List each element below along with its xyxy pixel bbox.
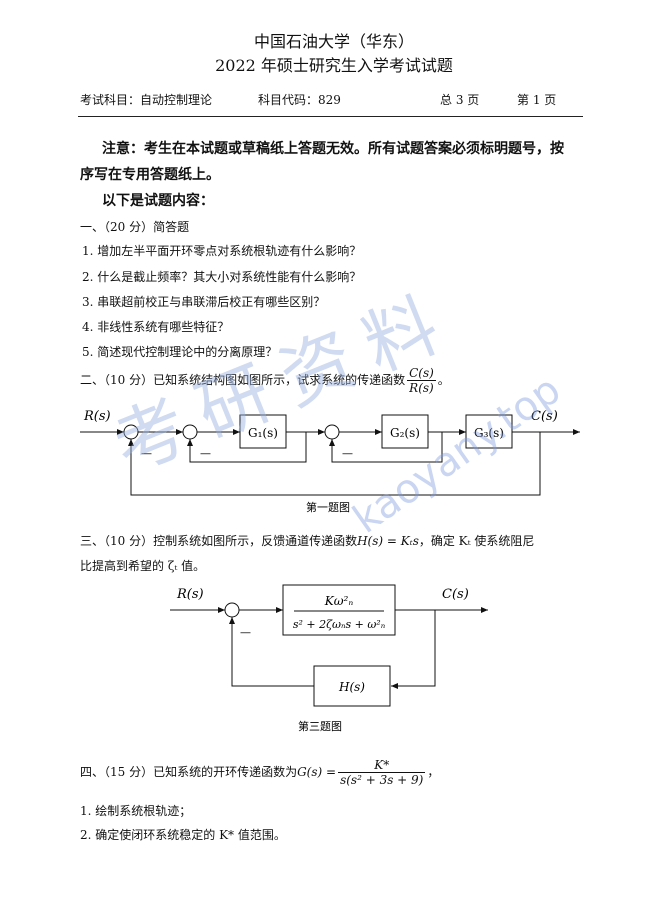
q3-block-diagram: R(s) C(s) Kω²ₙ s² + 2ζωₙs + ω²ₙ H(s) — 第…: [170, 584, 488, 733]
q4-text: 四、（15 分）已知系统的开环传递函数为G(s) =K*s(s² + 3s + …: [80, 754, 439, 790]
summing-junction: [224, 602, 240, 618]
q3-text-a: 三、（10 分）控制系统如图所示，反馈通道传递函数: [80, 534, 358, 548]
feedback-to-sum: [229, 617, 314, 687]
q2-frac-num: C(s): [407, 366, 436, 381]
q4-question: 四、（15 分）已知系统的开环传递函数为: [80, 765, 298, 779]
q4-fraction: K*s(s² + 3s + 9): [338, 758, 426, 787]
university-name: 中国石油大学（华东）: [253, 32, 414, 51]
figure-caption: 第三题图: [298, 719, 342, 733]
plant-numerator: Kω²ₙ: [324, 594, 354, 608]
summing-junction-3: [324, 424, 340, 440]
q2-frac-den: R(s): [409, 381, 434, 395]
q1-item: 1. 增加左半平面开环零点对系统根轨迹有什么影响？: [82, 244, 362, 258]
q4-frac-den: s(s² + 3s + 9): [340, 773, 424, 787]
h-label: H(s): [338, 680, 365, 694]
q4-item: 2. 确定使闭环系统稳定的 K* 值范围。: [80, 828, 286, 842]
summing-junction-1: [123, 424, 139, 440]
subject-code: 科目代码：829: [258, 93, 341, 107]
output-label: C(s): [442, 587, 469, 602]
minus-sign: —: [141, 447, 152, 460]
exam-title: 2022 年硕士研究生入学考试试题: [215, 56, 453, 75]
minus-sign: —: [240, 626, 251, 639]
input-label: R(s): [176, 587, 204, 602]
g2-label: G₂(s): [390, 426, 420, 440]
q2-question: 二、（10 分）已知系统结构图如图所示，试求系统的传递函数: [80, 373, 406, 387]
q1-item: 5. 简述现代控制理论中的分离原理？: [82, 345, 278, 359]
g1-label: G₁(s): [248, 426, 278, 440]
q2-block-diagram: R(s) C(s) G₁(s) G₂(s) G₃(s) — — — 第一题图: [80, 409, 580, 514]
notice-line-1: 注意：考生在本试题或草稿纸上答题无效。所有试题答案必须标明题号，按: [102, 141, 564, 157]
notice-line-2: 序写在专用答题纸上。: [80, 167, 220, 183]
q1-item: 2. 什么是截止频率？其大小对系统性能有什么影响？: [82, 270, 362, 284]
q3-line-2: 比提高到希望的 ζₜ 值。: [80, 559, 206, 573]
q4-end: ，: [427, 765, 440, 779]
feedback-path-1: [187, 432, 307, 463]
q4-item: 1. 绘制系统根轨迹；: [80, 804, 192, 818]
q3-line-1: 三、（10 分）控制系统如图所示，反馈通道传递函数H(s) = Kₜs，确定 K…: [80, 532, 534, 549]
feedback-path-2: [329, 432, 443, 463]
g3-label: G₃(s): [474, 426, 504, 440]
feedback-path-outer: [128, 432, 541, 496]
total-pages: 总 3 页: [440, 93, 480, 107]
page-number: 第 1 页: [517, 93, 557, 107]
q1-item: 4. 非线性系统有哪些特征？: [82, 320, 230, 334]
minus-sign: —: [200, 447, 211, 460]
minus-sign: —: [342, 447, 353, 460]
header-rule: [78, 116, 583, 117]
q2-end: 。: [437, 373, 450, 387]
q3-h-formula: H(s) = Kₜs: [357, 534, 419, 548]
q3-text-c: ，确定 Kₜ 使系统阻尼: [418, 534, 535, 548]
subject-label: 考试科目：自动控制理论: [80, 93, 213, 107]
notice-line-3: 以下是试题内容：: [102, 193, 214, 209]
q4-gs: G(s) =: [297, 765, 337, 779]
q4-frac-num: K*: [338, 758, 426, 773]
figure-caption: 第一题图: [306, 500, 350, 514]
output-label: C(s): [531, 409, 558, 424]
q2-fraction: C(s)R(s): [407, 366, 436, 395]
input-label: R(s): [83, 409, 111, 424]
q1-item: 3. 串联超前校正与串联滞后校正有哪些区别？: [82, 295, 326, 309]
summing-junction-2: [182, 424, 198, 440]
plant-denominator: s² + 2ζωₙs + ω²ₙ: [293, 618, 385, 631]
feedback-to-h: [391, 610, 436, 689]
q1-title: 一、（20 分）简答题: [80, 220, 190, 234]
